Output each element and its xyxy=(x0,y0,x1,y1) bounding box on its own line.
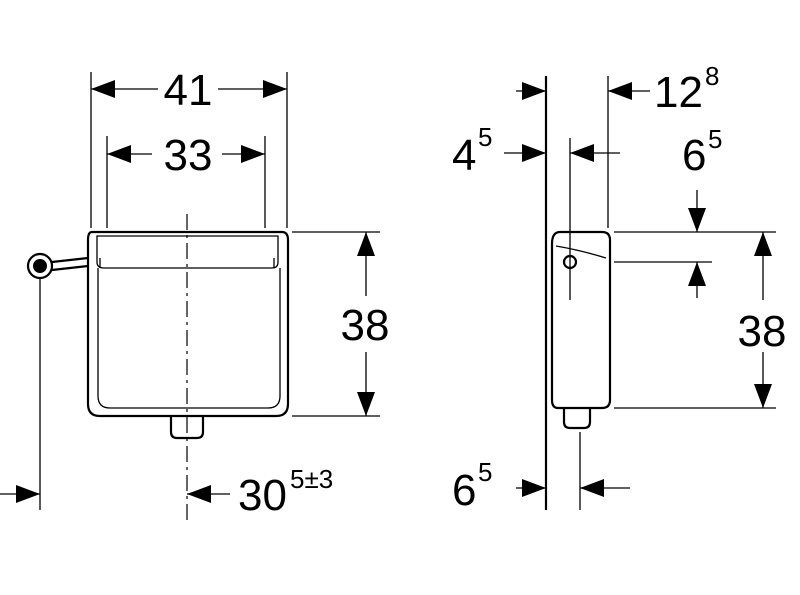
dimension-4-5-sup: 5 xyxy=(478,122,492,152)
front-view: 41 33 38 30 5±3 xyxy=(0,66,389,525)
dimension-6-5-inlet-label: 6 xyxy=(682,131,706,180)
dimension-6-5-inlet-sup: 5 xyxy=(708,124,722,154)
side-view: 12 8 4 5 6 5 38 xyxy=(452,61,786,515)
dimension-offset-30-sup: 5±3 xyxy=(290,464,333,494)
lever-actuator xyxy=(26,252,89,510)
dimension-6-5-outlet: 6 5 xyxy=(452,457,630,515)
dimension-12-8: 12 8 xyxy=(516,61,719,117)
dimension-38-side: 38 xyxy=(738,232,787,408)
dimension-41: 41 xyxy=(90,66,288,228)
cistern-front-lid-recess xyxy=(96,235,279,269)
dimension-38-front: 38 xyxy=(292,231,390,417)
dimension-offset-30-label: 30 xyxy=(238,471,287,520)
dimension-4-5: 4 5 xyxy=(452,122,620,180)
dimension-6-5-outlet-sup: 5 xyxy=(478,457,492,487)
dimension-33-label: 33 xyxy=(164,131,213,180)
cistern-side-lid-line xyxy=(555,245,607,259)
dimension-41-label: 41 xyxy=(164,66,213,115)
dimension-offset-30: 30 5±3 xyxy=(0,464,333,520)
cistern-side-body xyxy=(550,230,612,410)
cistern-front-body xyxy=(86,230,290,418)
dimension-33: 33 xyxy=(106,131,266,228)
dimension-12-8-sup: 8 xyxy=(705,61,719,91)
dimension-4-5-label: 4 xyxy=(452,131,476,180)
dimension-12-8-label: 12 xyxy=(654,68,703,117)
cistern-side-outlet xyxy=(562,408,592,430)
dimension-6-5-inlet: 6 5 xyxy=(682,124,722,298)
dimension-38-front-label: 38 xyxy=(341,301,390,350)
dimension-38-side-label: 38 xyxy=(738,307,787,356)
cistern-front-inner-outline xyxy=(97,268,281,409)
dimension-6-5-outlet-label: 6 xyxy=(452,466,476,515)
